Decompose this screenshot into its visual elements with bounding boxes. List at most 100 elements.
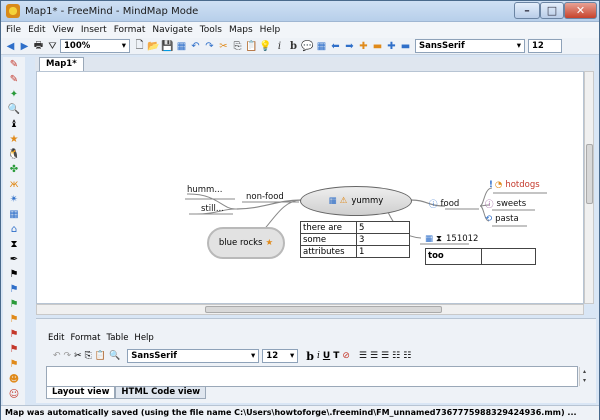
star-icon[interactable]: ★ (9, 134, 19, 145)
italic-icon[interactable]: i (277, 40, 282, 52)
node-food[interactable]: ⓘ food (429, 198, 459, 210)
menu-insert[interactable]: Insert (80, 25, 107, 35)
plus-blue-icon[interactable]: ✚ (387, 40, 396, 52)
menu-maps[interactable]: Maps (228, 25, 253, 35)
editor-scrollbar[interactable]: ▴▾ (579, 367, 589, 386)
zoom-select[interactable]: 100% ▾ (60, 39, 130, 53)
cut-icon[interactable]: ✂ (74, 351, 82, 361)
save-as-icon[interactable]: ▦ (176, 40, 187, 52)
scroll-thumb[interactable] (586, 144, 593, 204)
attribute-table[interactable]: there are 5 some 3 attributes 1 (300, 221, 410, 258)
key-icon[interactable]: ⌂ (10, 224, 18, 235)
flag-yellow-icon[interactable]: ⚑ (9, 359, 19, 370)
wand-icon[interactable]: ✴ (9, 194, 19, 205)
undo-icon[interactable]: ↶ (53, 351, 61, 361)
node-non-food[interactable]: non-food (246, 192, 284, 202)
calendar-icon[interactable]: ▦ (316, 40, 327, 52)
penguin-icon[interactable]: 🐧 (7, 149, 21, 160)
tab-layout-view[interactable]: Layout view (46, 387, 116, 399)
editor-menu-edit[interactable]: Edit (48, 333, 65, 343)
note-text-area[interactable]: ▴▾ (46, 366, 586, 387)
node-humm[interactable]: humm... (187, 185, 223, 195)
node-note-box[interactable]: too (425, 248, 536, 265)
tab-map1[interactable]: Map1* (39, 57, 84, 71)
editor-menu-table[interactable]: Table (106, 333, 129, 343)
close-button[interactable]: ✕ (564, 2, 597, 19)
remove-all-icons-icon[interactable]: ✎ (9, 74, 19, 85)
speech-bubble-icon[interactable]: 💬 (301, 40, 314, 52)
flag-orange-icon[interactable]: ⚑ (9, 314, 19, 325)
node-pasta[interactable]: ⟲ pasta (485, 214, 519, 224)
arrow-right-icon[interactable]: ➡ (345, 40, 354, 52)
align-center-icon[interactable]: ☰ (369, 351, 379, 361)
copy-icon[interactable]: ⎘ (84, 351, 92, 361)
open-icon[interactable]: 📂 (147, 40, 160, 52)
italic-icon[interactable]: i (316, 351, 320, 361)
menu-edit[interactable]: Edit (28, 25, 46, 35)
feather-icon[interactable]: ✒ (9, 254, 19, 265)
people-icon[interactable]: ☻ (8, 374, 20, 385)
minus-blue-icon[interactable]: ▬ (400, 40, 411, 52)
bullet-list-icon[interactable]: ☷ (392, 351, 401, 361)
align-left-icon[interactable]: ☰ (358, 351, 367, 361)
back-icon[interactable]: ◀ (6, 40, 15, 52)
print-icon[interactable]: 🖶 (33, 39, 44, 51)
mind-map-canvas[interactable]: ▦ ⚠ yummy non-food humm... still... blue… (36, 71, 584, 304)
find-icon[interactable]: 🔍 (109, 351, 121, 361)
hourglass-icon[interactable]: ⧗ (10, 239, 18, 250)
node-hotdogs[interactable]: ! ◔ hotdogs (489, 180, 540, 190)
underline-icon[interactable]: U (322, 351, 331, 361)
font-size-select[interactable]: 12 (528, 39, 562, 53)
node-blue-rocks[interactable]: blue rocks ★ (207, 227, 285, 259)
flag-green-icon[interactable]: ⚑ (9, 299, 19, 310)
butterfly-icon[interactable]: ж (9, 179, 19, 190)
menu-tools[interactable]: Tools (199, 25, 222, 35)
menu-help[interactable]: Help (259, 25, 281, 35)
text-color-icon[interactable]: T (333, 351, 340, 361)
bold-icon[interactable]: b (290, 40, 297, 52)
node-date[interactable]: ▦ ⧗ 151012 (425, 234, 478, 244)
new-map-icon[interactable]: 🗋 (135, 39, 144, 51)
paste-icon[interactable]: 📋 (94, 351, 107, 361)
magnifier-icon[interactable]: 🔍 (7, 104, 21, 115)
plus-icon[interactable]: ✚ (359, 40, 368, 52)
editor-font-select[interactable]: SansSerif ▾ (127, 349, 260, 363)
editor-menu-format[interactable]: Format (70, 333, 101, 343)
node-sweets[interactable]: ⓘ sweets (485, 198, 526, 210)
filter-icon[interactable]: ⛛ (48, 40, 57, 52)
undo-icon[interactable]: ↶ (191, 40, 200, 52)
editor-menu-help[interactable]: Help (134, 333, 154, 343)
calendar-small-icon[interactable]: ▦ (9, 209, 19, 220)
node-still[interactable]: still... (201, 204, 224, 214)
flag-black-icon[interactable]: ⚑ (9, 269, 19, 280)
minus-icon[interactable]: ▬ (372, 40, 383, 52)
remove-icon-icon[interactable]: ✎ (9, 59, 19, 70)
menu-format[interactable]: Format (113, 25, 146, 35)
flag-blue-icon[interactable]: ⚑ (9, 284, 19, 295)
cut-icon[interactable]: ✂ (219, 40, 228, 52)
tab-html-code-view[interactable]: HTML Code view (115, 387, 207, 399)
redo-icon[interactable]: ↷ (63, 351, 72, 361)
root-node[interactable]: ▦ ⚠ yummy (300, 186, 412, 216)
menu-view[interactable]: View (52, 25, 74, 35)
person-icon[interactable]: ☺ (8, 389, 20, 400)
lightbulb-icon[interactable]: 💡 (259, 40, 272, 52)
maximize-button[interactable]: □ (540, 2, 564, 19)
bold-icon[interactable]: b (306, 349, 314, 363)
copy-icon[interactable]: ⎘ (233, 40, 242, 52)
forward-icon[interactable]: ▶ (20, 40, 29, 52)
arrow-left-icon[interactable]: ⬅ (331, 40, 340, 52)
idea-icon[interactable]: ✦ (9, 89, 19, 100)
horizontal-scrollbar[interactable] (36, 304, 584, 315)
clear-format-icon[interactable]: ⊘ (342, 351, 350, 361)
menu-file[interactable]: File (6, 25, 22, 35)
numbered-list-icon[interactable]: ☷ (403, 351, 412, 361)
vertical-scrollbar[interactable] (584, 71, 594, 304)
redo-icon[interactable]: ↷ (205, 40, 214, 52)
editor-font-size-select[interactable]: 12 ▾ (262, 349, 299, 363)
flag-pink-icon[interactable]: ⚑ (9, 344, 19, 355)
scroll-thumb[interactable] (205, 306, 442, 313)
minimize-button[interactable]: – (514, 2, 540, 19)
clover-icon[interactable]: ✤ (9, 164, 19, 175)
save-icon[interactable]: 💾 (161, 40, 174, 52)
